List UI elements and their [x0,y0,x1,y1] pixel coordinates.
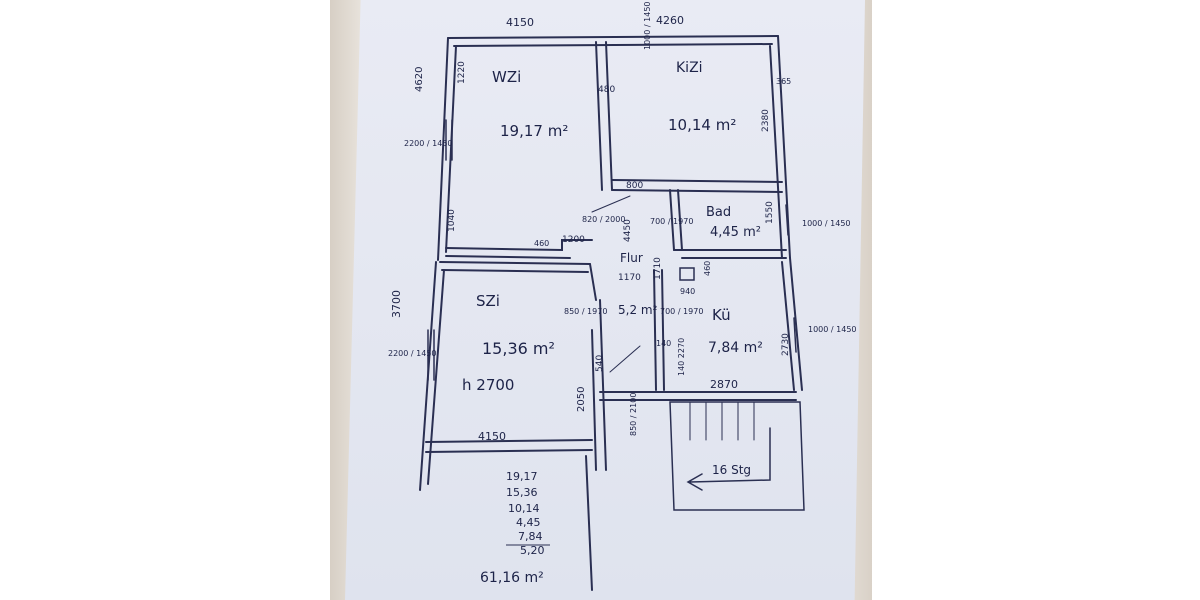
staircase-steps [689,401,755,441]
dim-ku-140-2270: 140 2270 [677,338,686,376]
background-right [872,0,1200,600]
background-left [0,0,330,600]
wall-annex-right [585,455,593,591]
paper-sheet [345,0,865,600]
room-area-ku: 7,84 m² [708,340,763,356]
dim-wall-140: 140 [656,339,671,348]
area-sum-item: 10,14 [508,502,540,515]
room-name-ku: Kü [712,306,731,324]
dim-flur-1170: 1170 [618,273,641,283]
dim-wall-480: 480 [598,85,615,95]
outer-wall-top [447,35,779,47]
chimney [679,267,695,281]
floor-plan-sketch: WZi 19,17 m² KiZi 10,14 m² Bad 4,45 m² F… [388,2,857,591]
wall-ku-bottom [599,391,797,401]
area-sum-item: 4,45 [516,516,541,529]
dim-kizi-door: 800 [626,181,643,191]
dim-flur-1710: 1710 [653,257,663,280]
dim-top-right: 4260 [656,14,684,27]
outer-wall-right-upper [769,35,791,259]
room-area-flur: 5,2 m² [618,303,658,317]
dim-ku-side: 2730 [781,333,791,356]
dim-szi-bottom: 4150 [478,430,506,443]
wall-szi-right [589,263,607,471]
staircase-outline [669,401,805,511]
dim-flur-width: 4450 [623,219,633,242]
dim-wall-1200: 1200 [562,235,585,245]
dim-small-460: 460 [703,261,712,276]
dim-ku-bottom: 2870 [710,378,738,391]
dim-wall-540: 540 [595,355,605,372]
outer-wall-left-upper [437,37,457,261]
dim-bad-side: 1550 [765,201,775,224]
door-swing-ku [609,345,641,373]
window-ku [793,317,797,353]
outer-wall-left-lower [419,261,445,491]
label-stairs: 16 Stg [712,463,751,477]
wall-szi-bottom [425,439,593,453]
room-name-wzi: WZi [492,68,521,86]
room-name-kizi: KiZi [676,60,703,76]
room-area-szi: 15,36 m² [482,339,555,358]
area-sum-item: 19,17 [506,470,538,483]
dim-ku-940: 940 [680,287,695,296]
dim-kizi-window: 1000 / 1450 [643,2,652,51]
wall-bad-bottom [673,249,787,259]
room-name-szi: SZi [476,292,500,310]
area-sum-item: 5,20 [520,544,545,557]
window-wzi [445,119,453,161]
window-szi [427,329,435,381]
wall-wzi-bottom [445,239,593,259]
dim-ku-door: 700 / 1970 [660,307,703,316]
dim-szi-door: 850 / 1970 [564,307,607,316]
dim-entry-door: 850 / 2100 [629,393,638,436]
dim-bad-window: 1000 / 1450 [802,219,851,228]
outer-wall-right-lower [781,257,803,391]
room-name-flur: Flur [620,251,643,265]
wall-kizi-bottom [611,179,783,193]
dim-left-lower: 3700 [390,290,403,318]
wall-ku-left [653,269,665,391]
dim-top-left: 4150 [506,16,534,29]
area-sum-item: 7,84 [518,530,543,543]
dim-wzi-side: 1040 [447,209,457,232]
wall-szi-top [439,261,591,273]
room-area-kizi: 10,14 m² [668,116,736,134]
dim-wzi-door: 820 / 2000 [582,215,625,224]
dim-ku-window: 1000 / 1450 [808,325,857,334]
dim-kizi-corner: 365 [776,77,791,86]
door-swing-wzi [591,195,631,213]
area-sum-total: 61,16 m² [480,570,544,586]
wall-wzi-kizi [595,41,613,191]
dim-wall-460: 460 [534,239,549,248]
window-bad [785,204,789,236]
wall-bad-left [669,189,683,251]
dim-wzi-window: 2200 / 1450 [404,139,453,148]
dim-left-upper: 4620 [414,67,425,92]
dim-kizi-side: 2380 [761,109,771,132]
area-sum-item: 15,36 [506,486,538,499]
dim-bad-door: 700 / 1970 [650,217,693,226]
dim-szi-2050: 2050 [576,387,587,412]
staircase-arrow [686,427,771,491]
dim-szi-window: 2200 / 1450 [388,349,437,358]
room-area-wzi: 19,17 m² [500,122,568,140]
room-height-szi: h 2700 [462,376,514,394]
dim-wzi-inner-top: 1220 [457,61,467,84]
room-name-bad: Bad [706,205,731,220]
room-area-bad: 4,45 m² [710,225,761,240]
